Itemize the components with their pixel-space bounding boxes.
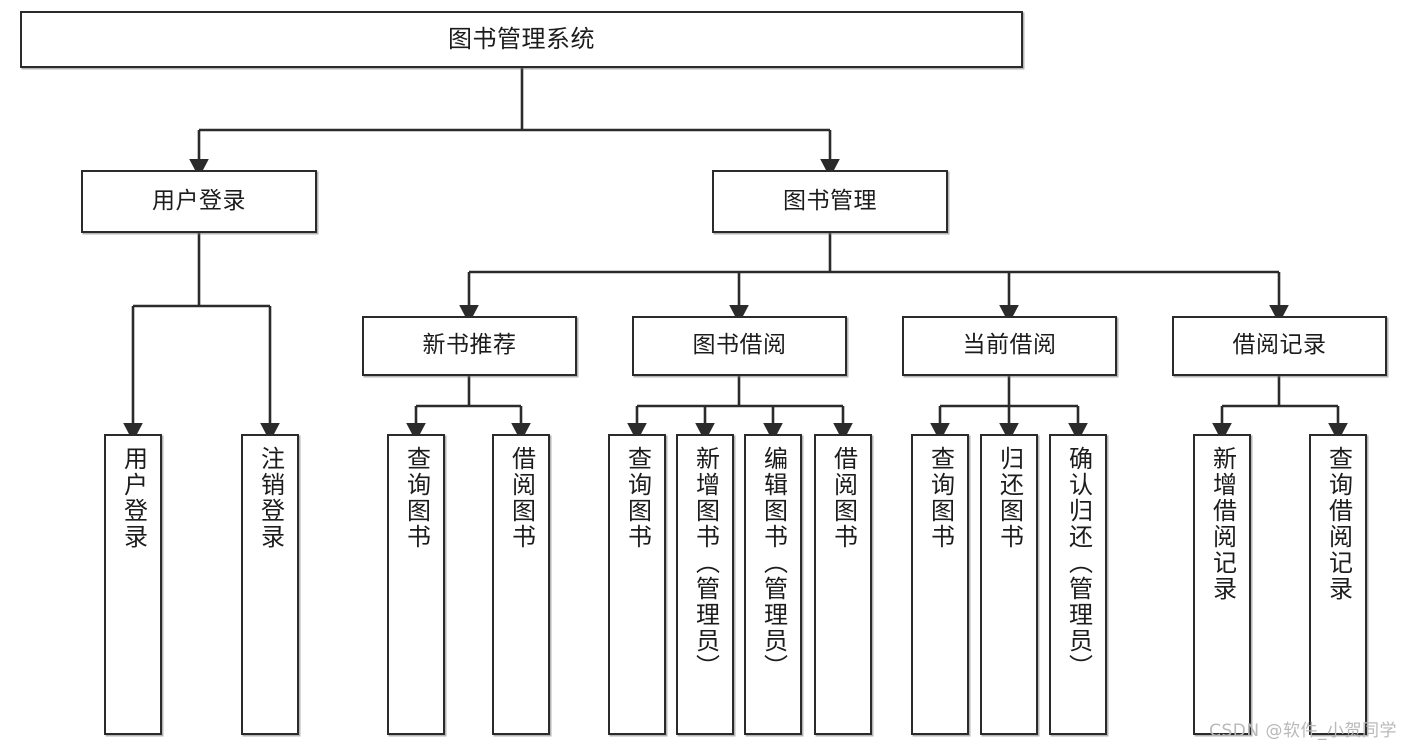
- node-new-book-recommendation[interactable]: 新书推荐: [362, 316, 577, 376]
- node-current-borrow[interactable]: 当前借阅: [902, 316, 1117, 376]
- node-label: 图书管理: [783, 187, 877, 214]
- node-label: 注销登录: [256, 446, 285, 550]
- node-label: 查询图书: [926, 446, 955, 550]
- node-label: 查询借阅记录: [1324, 446, 1353, 602]
- leaf-user-login-login[interactable]: 用户登录: [104, 434, 162, 735]
- node-label: 图书借阅: [692, 332, 787, 359]
- leaf-book-borrow-query-book[interactable]: 查询图书: [608, 434, 666, 735]
- node-user-login[interactable]: 用户登录: [81, 170, 317, 233]
- node-label: 新增图书（管理员）: [691, 446, 720, 680]
- node-label: 图书管理系统: [448, 25, 595, 54]
- leaf-current-borrow-return-book[interactable]: 归还图书: [980, 434, 1038, 735]
- node-label: 借阅记录: [1232, 332, 1327, 359]
- node-book-management[interactable]: 图书管理: [712, 170, 948, 233]
- leaf-book-borrow-add-book-admin[interactable]: 新增图书（管理员）: [676, 434, 734, 735]
- node-label: 新增借阅记录: [1208, 446, 1237, 602]
- node-label: 借阅图书: [829, 446, 858, 550]
- node-label: 用户登录: [152, 187, 246, 214]
- node-label: 查询图书: [623, 446, 652, 550]
- node-label: 编辑图书（管理员）: [759, 446, 788, 680]
- node-label: 查询图书: [402, 446, 431, 550]
- leaf-borrow-record-add-record[interactable]: 新增借阅记录: [1193, 434, 1251, 735]
- node-label: 新书推荐: [422, 332, 517, 359]
- node-book-borrow[interactable]: 图书借阅: [632, 316, 847, 376]
- leaf-current-borrow-confirm-return-admin[interactable]: 确认归还（管理员）: [1049, 434, 1107, 735]
- node-root-book-management-system[interactable]: 图书管理系统: [20, 11, 1023, 68]
- node-label: 归还图书: [995, 446, 1024, 550]
- leaf-book-borrow-edit-book-admin[interactable]: 编辑图书（管理员）: [744, 434, 802, 735]
- csdn-watermark: CSDN @软件_小贺同学: [1209, 721, 1397, 741]
- leaf-new-book-query-book[interactable]: 查询图书: [387, 434, 445, 735]
- leaf-new-book-borrow-book[interactable]: 借阅图书: [492, 434, 550, 735]
- leaf-user-login-logout[interactable]: 注销登录: [241, 434, 299, 735]
- node-label: 当前借阅: [962, 332, 1057, 359]
- node-label: 借阅图书: [507, 446, 536, 550]
- leaf-current-borrow-query-book[interactable]: 查询图书: [911, 434, 969, 735]
- leaf-borrow-record-query-record[interactable]: 查询借阅记录: [1309, 434, 1367, 735]
- node-label: 确认归还（管理员）: [1064, 446, 1093, 680]
- leaf-book-borrow-borrow-book[interactable]: 借阅图书: [814, 434, 872, 735]
- node-borrow-record[interactable]: 借阅记录: [1172, 316, 1387, 376]
- node-label: 用户登录: [119, 446, 148, 550]
